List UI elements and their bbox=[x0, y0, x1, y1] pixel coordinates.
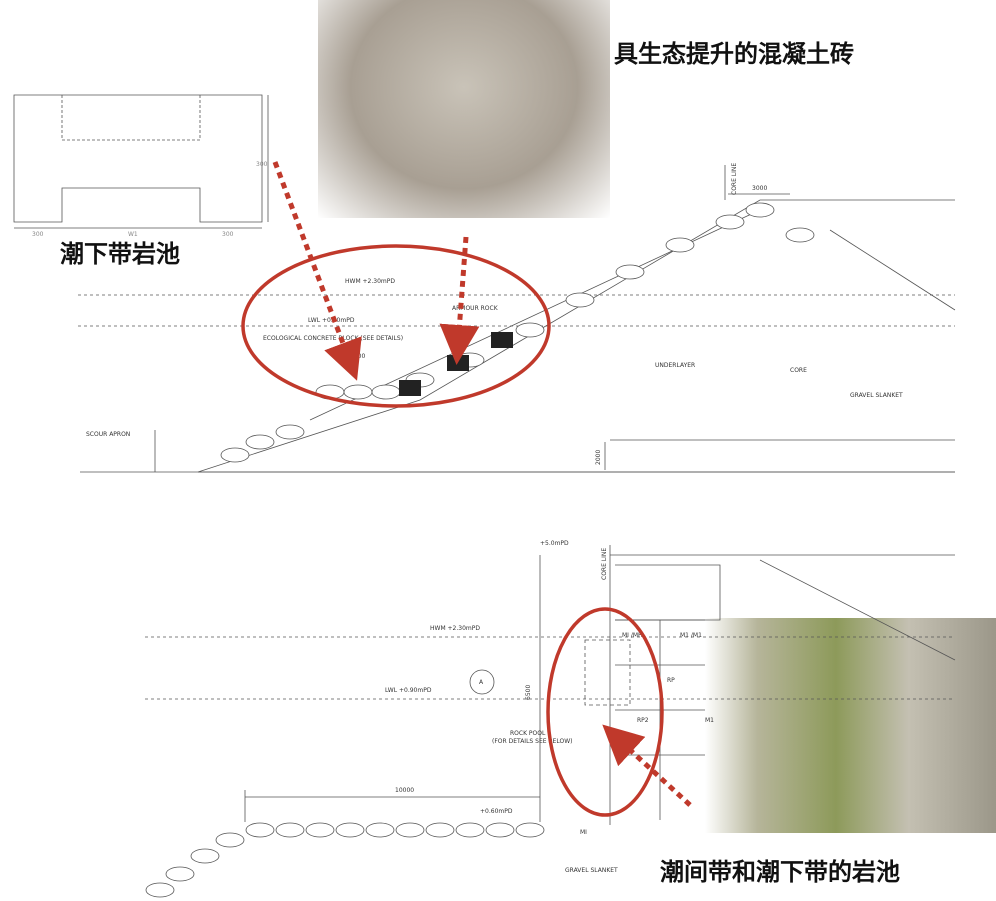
label-top-level: +5.0mPD bbox=[540, 540, 569, 547]
label-base-level: +0.60mPD bbox=[480, 808, 513, 815]
label-rp: RP bbox=[667, 677, 675, 684]
label-gravel-bottom: GRAVEL SLANKET bbox=[565, 867, 618, 874]
label-hwm-bottom: HWM +2.30mPD bbox=[430, 625, 480, 632]
label-rock-pool: ROCK POOL bbox=[510, 730, 546, 737]
caption-subtidal-pool: 潮下带岩池 bbox=[60, 240, 180, 268]
label-section-a: A bbox=[479, 679, 484, 686]
armour-rock-layer bbox=[220, 202, 815, 463]
dim-1500: 1500 bbox=[350, 353, 365, 360]
highlight-ellipse-top bbox=[241, 244, 551, 408]
dim-6500: 6500 bbox=[525, 685, 532, 700]
label-m1: M1 bbox=[705, 717, 714, 724]
caption-eco-block: 具生态提升的混凝土砖 bbox=[614, 40, 854, 68]
label-lwl-bottom: LWL +0.90mPD bbox=[385, 687, 432, 694]
arrow-to-subtidal-pool bbox=[272, 161, 362, 381]
label-hwm: HWM +2.30mPD bbox=[345, 278, 395, 285]
highlight-ellipse-bottom bbox=[546, 607, 664, 817]
subtidal-pool-detail bbox=[13, 94, 269, 229]
caption-intertidal-pool: 潮间带和潮下带的岩池 bbox=[660, 858, 900, 886]
label-mi: MI bbox=[580, 829, 587, 836]
label-mi-mh: MI /MH bbox=[622, 632, 643, 639]
label-eco-block: ECOLOGICAL CONCRETE BLOCK (SEE DETAILS) bbox=[263, 335, 403, 342]
label-core-line-top: CORE LINE bbox=[731, 163, 738, 195]
label-armour-rock: ARMOUR ROCK bbox=[452, 305, 499, 312]
label-rp2: RP2 bbox=[637, 717, 649, 724]
label-core-line-bottom: CORE LINE bbox=[601, 548, 608, 580]
dim-300-height: 300 bbox=[256, 161, 268, 168]
dim-3000: 3000 bbox=[752, 185, 767, 192]
label-underlayer: UNDERLAYER bbox=[655, 362, 695, 369]
dim-w1: W1 bbox=[128, 231, 138, 238]
label-rock-pool-note: (FOR DETAILS SEE BELOW) bbox=[492, 738, 572, 745]
dim-10000: 10000 bbox=[395, 787, 414, 794]
arrow-to-eco-block bbox=[439, 236, 480, 365]
dim-2000: 2000 bbox=[595, 450, 602, 465]
label-m1-mh: M1 /M1 bbox=[680, 632, 702, 639]
label-scour-apron: SCOUR APRON bbox=[86, 431, 130, 438]
label-lwl: LWL +0.90mPD bbox=[308, 317, 355, 324]
arrow-to-intertidal-pool bbox=[602, 724, 692, 807]
concrete-block-photo bbox=[318, 0, 610, 218]
top-section-lines bbox=[78, 165, 956, 473]
toe-rock-layer bbox=[145, 822, 545, 898]
dim-300-right: 300 bbox=[222, 231, 234, 238]
label-core: CORE bbox=[790, 367, 807, 374]
dim-300-left: 300 bbox=[32, 231, 44, 238]
label-gravel: GRAVEL SLANKET bbox=[850, 392, 903, 399]
rock-pool-wall-photo bbox=[705, 618, 996, 833]
section-marker bbox=[469, 669, 495, 695]
